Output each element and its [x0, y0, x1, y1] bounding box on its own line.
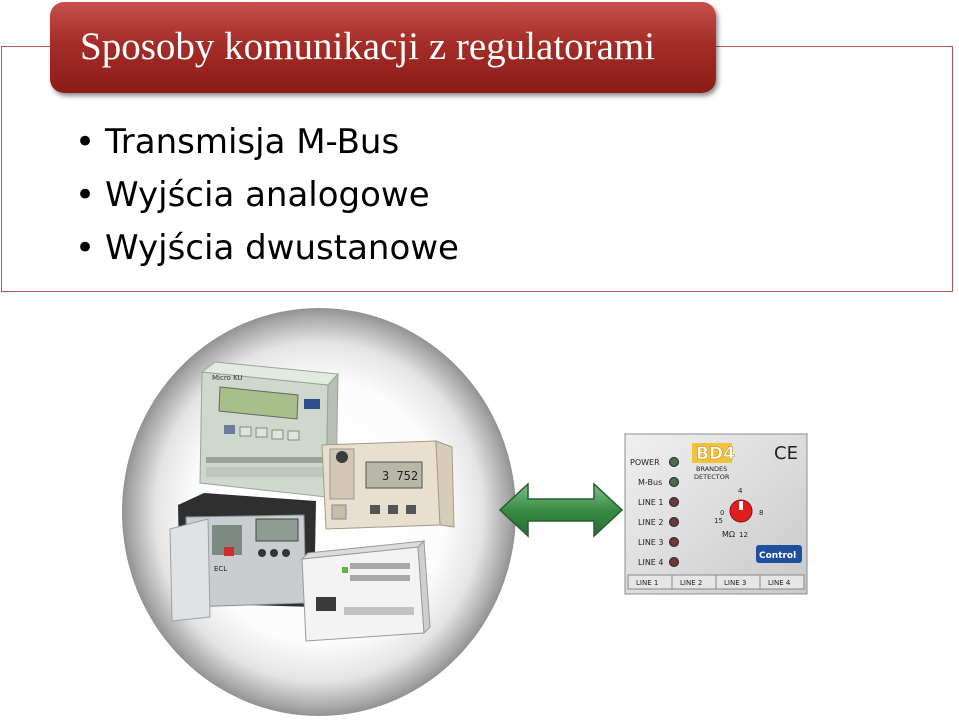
controllers-sphere-image: Micro KU 3 752 ECL	[122, 308, 516, 716]
dial-tick-8: 8	[759, 509, 763, 517]
bullet-dot-icon: •	[75, 175, 96, 215]
danfoss-controller-device: ECL	[169, 493, 316, 622]
dial-tick-15: 15	[714, 517, 723, 525]
led-icon	[669, 557, 679, 567]
bottom-label-line4: LINE 4	[768, 579, 791, 587]
top-controller-device: Micro KU	[199, 361, 340, 499]
bullet-text: Transmisja M-Bus	[105, 122, 400, 162]
bullet-item: •Wyjścia analogowe	[75, 169, 459, 222]
led-label-line1: LINE 1	[638, 498, 664, 507]
top-device-label: Micro KU	[212, 374, 243, 382]
led-icon	[669, 537, 679, 547]
led-label-power: POWER	[630, 458, 660, 467]
maker-logo: Control	[759, 551, 796, 561]
bullet-item: •Transmisja M-Bus	[75, 116, 459, 169]
bd4-logo-badge	[692, 443, 732, 463]
bottom-label-line1: LINE 1	[636, 579, 658, 587]
bullet-text: Wyjścia dwustanowe	[105, 228, 459, 268]
bidirectional-arrow-icon	[498, 482, 624, 538]
clock-display: 3 752	[382, 469, 418, 483]
bottom-label-line2: LINE 2	[680, 579, 702, 587]
led-indicators	[669, 457, 679, 567]
dial-tick-4: 4	[738, 487, 743, 495]
dial-tick-12: 12	[739, 531, 748, 539]
bullet-dot-icon: •	[75, 228, 96, 268]
control-logo-badge	[756, 545, 802, 563]
led-label-line3: LINE 3	[638, 538, 664, 547]
brand-line-1: BRANDES	[696, 465, 727, 473]
bottom-label-line3: LINE 3	[724, 579, 746, 587]
bullet-item: •Wyjścia dwustanowe	[75, 222, 459, 275]
io-module-device	[300, 539, 431, 642]
bullet-list: •Transmisja M-Bus •Wyjścia analogowe •Wy…	[75, 116, 459, 275]
led-icon	[669, 517, 679, 527]
led-label-line4: LINE 4	[638, 558, 664, 567]
danfoss-label: ECL	[214, 565, 227, 573]
title-banner: Sposoby komunikacji z regulatorami	[50, 2, 716, 93]
brand-line-2: DETECTOR	[694, 473, 730, 481]
bd4-logo: BD4	[696, 444, 735, 464]
bd4-detector-panel: BD4 CE BRANDES DETECTOR POWER M-Bus LINE…	[624, 433, 808, 595]
clock-controller-device: 3 752	[321, 440, 455, 530]
dial-tick-0: 0	[720, 509, 724, 517]
bullet-dot-icon: •	[75, 122, 96, 162]
dial-unit: MΩ	[722, 530, 735, 539]
dial-icon: 4 0 8 15 12 MΩ	[714, 487, 763, 539]
led-icon	[669, 497, 679, 507]
slide-title: Sposoby komunikacji z regulatorami	[80, 25, 656, 68]
ce-mark: CE	[774, 443, 798, 464]
bullet-text: Wyjścia analogowe	[105, 175, 430, 215]
led-icon	[669, 477, 679, 487]
led-labels: POWER M-Bus LINE 1 LINE 2 LINE 3 LINE 4	[630, 458, 664, 567]
led-label-mbus: M-Bus	[638, 478, 662, 487]
led-label-line2: LINE 2	[638, 518, 664, 527]
led-icon	[669, 457, 679, 467]
